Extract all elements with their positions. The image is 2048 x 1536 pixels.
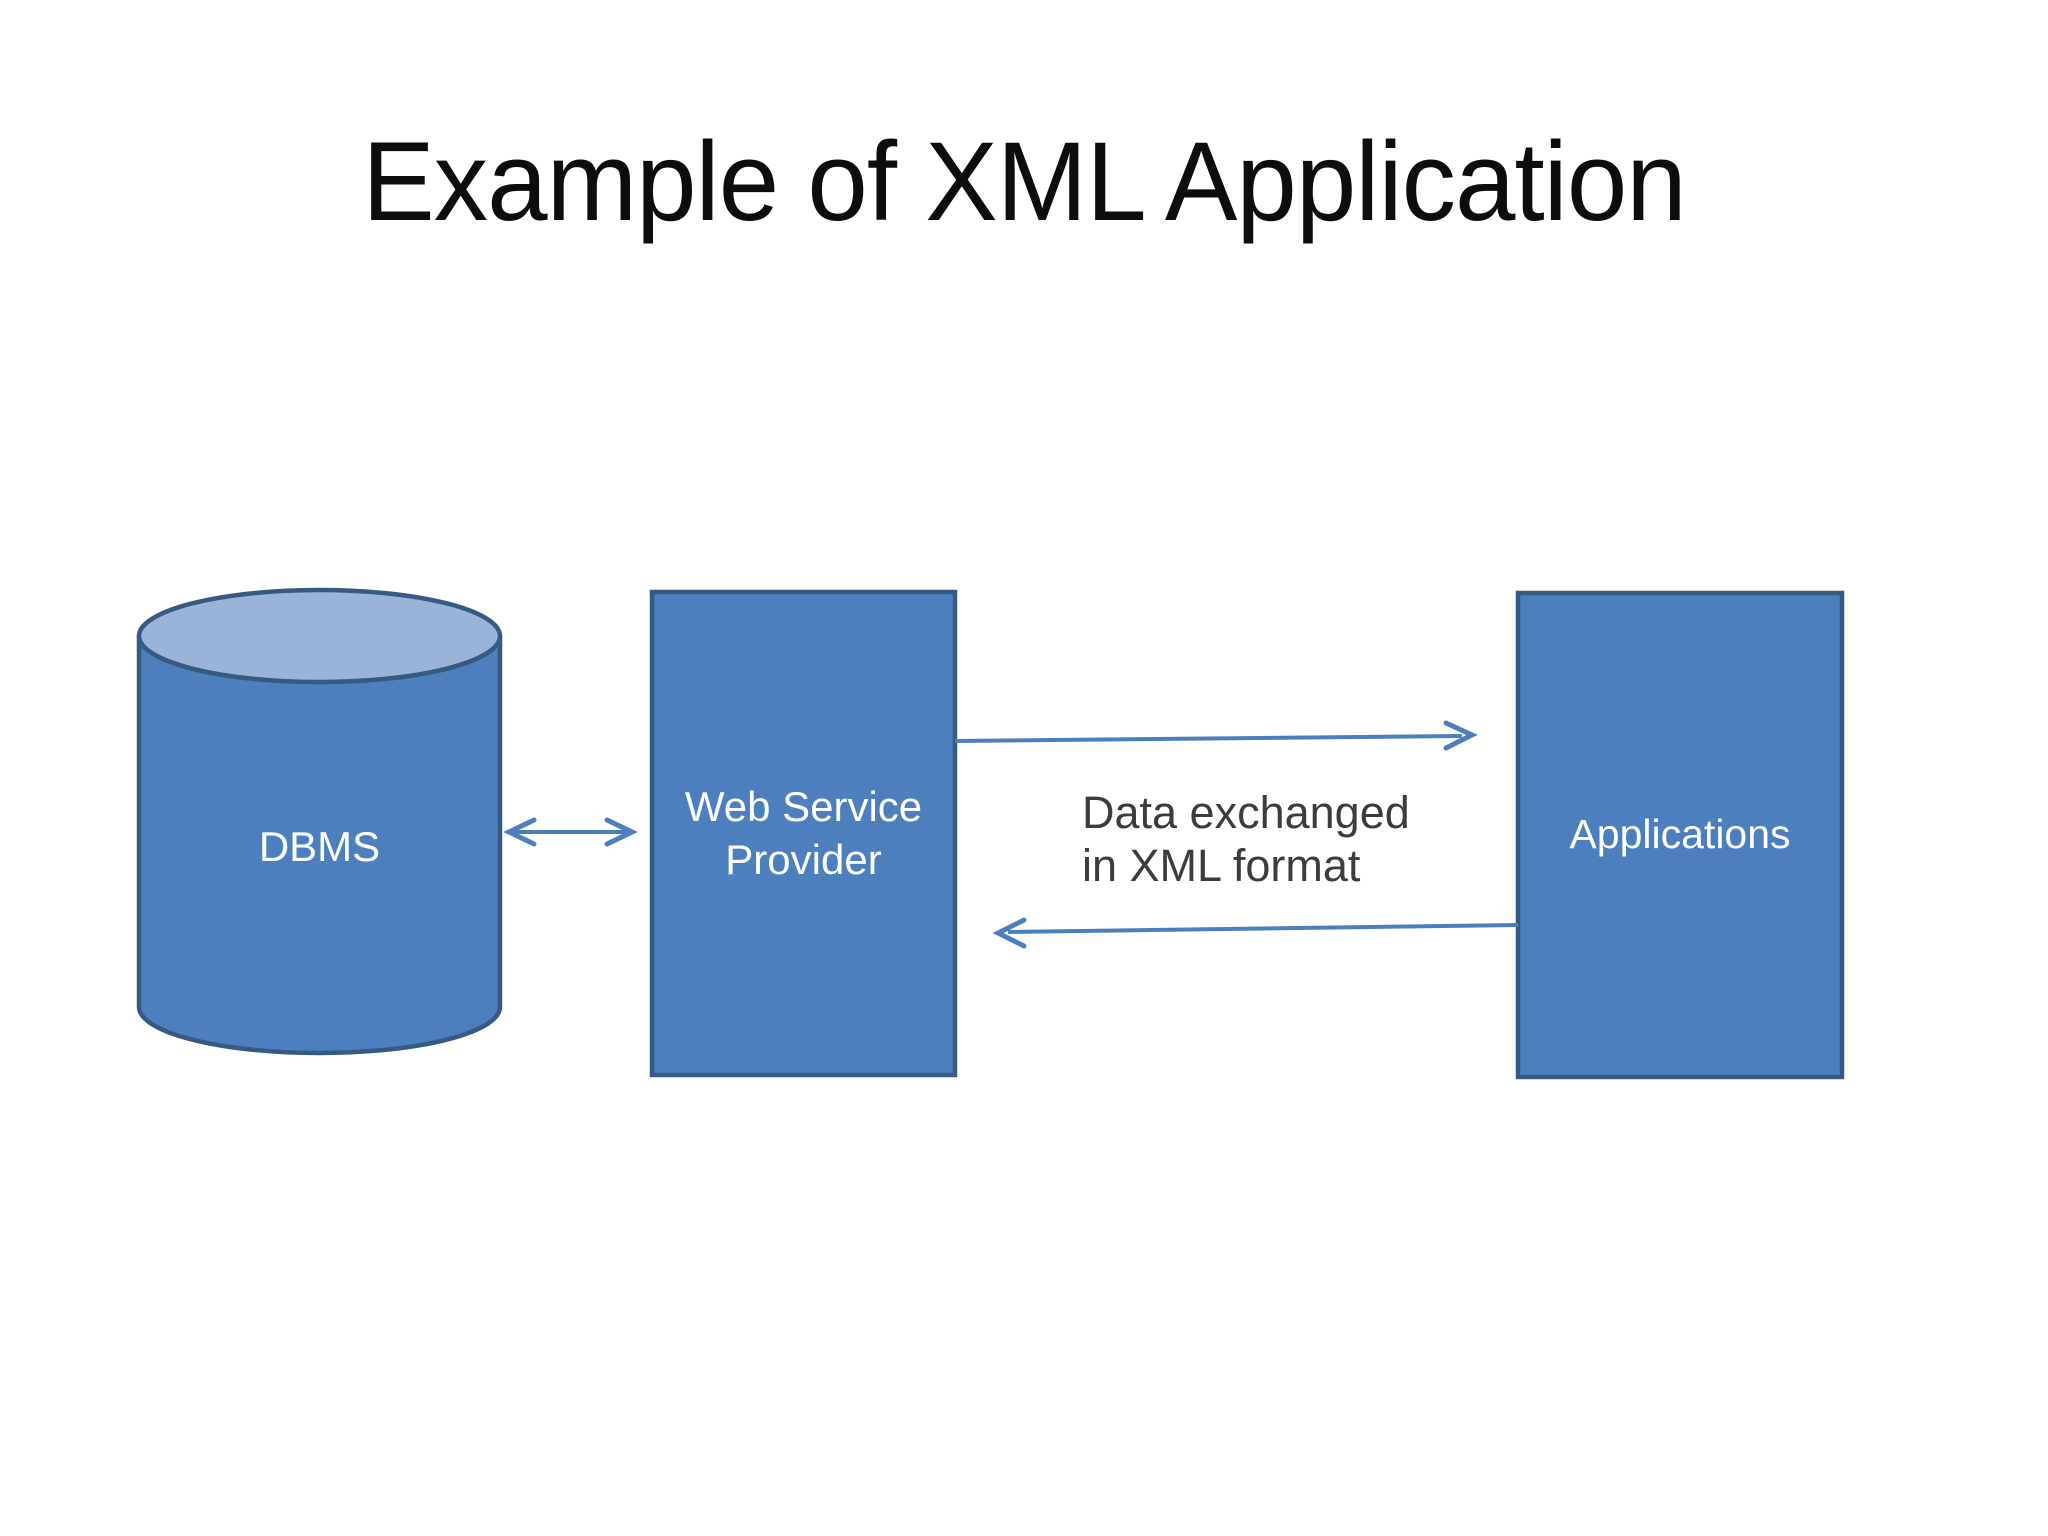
- dbms-label: DBMS: [258, 823, 381, 870]
- arrowhead-right: [604, 817, 638, 847]
- apps-to-wsp-line: [1007, 923, 1519, 934]
- applications-label-text: Applications: [1569, 811, 1791, 858]
- web-service-provider-label: Web Service Provider: [652, 592, 955, 1075]
- web-service-provider-label-text: Web Service Provider: [684, 782, 923, 883]
- apps-to-wsp-arrow[interactable]: [992, 917, 1519, 949]
- data-exchange-line-2: in XML format: [1082, 840, 1361, 891]
- web-service-provider-box[interactable]: [649, 589, 958, 1078]
- wsp-to-apps-arrow[interactable]: [954, 720, 1478, 751]
- wsp-to-apps-line: [954, 734, 1463, 743]
- slide-title: Example of XML Application: [362, 119, 1686, 244]
- dbms-cylinder[interactable]: [136, 587, 503, 1056]
- arrowhead-left: [992, 917, 1027, 949]
- data-exchange-label: Data exchanged in XML format: [1082, 786, 1512, 892]
- cylinder-top-ellipse: [136, 587, 503, 685]
- applications-box[interactable]: [1515, 590, 1845, 1080]
- applications-label: Applications: [1518, 593, 1842, 1077]
- arrowhead-left: [503, 817, 537, 847]
- arrowhead-right: [1443, 720, 1478, 751]
- dbms-wsp-double-arrow[interactable]: [503, 817, 638, 847]
- data-exchange-line-1: Data exchanged: [1082, 787, 1410, 838]
